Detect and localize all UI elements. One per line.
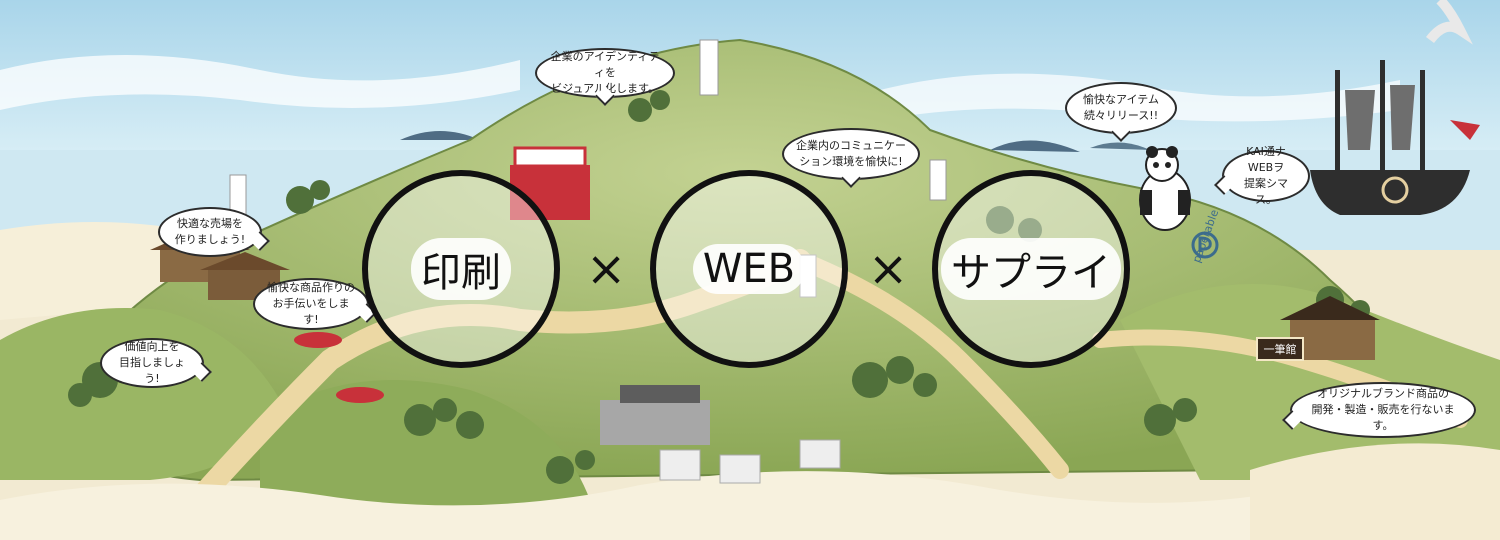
speech-bubble-items: 愉快なアイテム 続々リリース!! xyxy=(1065,82,1177,134)
times-separator-2: × xyxy=(868,241,909,297)
left-hill xyxy=(0,308,280,480)
mountain-path xyxy=(791,251,1069,479)
circle-web[interactable]: WEB xyxy=(650,170,848,368)
speech-bubble-identity: 企業のアイデンティティを ビジュアル化します。 xyxy=(535,48,675,98)
foreground-mist xyxy=(0,471,1500,540)
speech-bubble-value-up: 価値向上を 目指しましょう! xyxy=(100,338,204,388)
right-beach xyxy=(1250,443,1500,540)
speech-bubble-sales-floor: 快適な売場を 作りましょう! xyxy=(158,207,262,257)
speech-bubble-product-making: 愉快な商品作りの お手伝いをします! xyxy=(253,278,369,330)
speech-bubble-web-proposal: KAI通ナWEBヲ 提案シマス。 xyxy=(1222,145,1310,206)
paperable-logo-mark xyxy=(1191,231,1219,259)
cloud xyxy=(0,55,520,110)
circle-web-label: WEB xyxy=(692,244,806,294)
white-banner xyxy=(929,159,947,201)
distant-island xyxy=(990,140,1080,152)
distant-island xyxy=(400,131,480,140)
circle-print[interactable]: 印刷 xyxy=(362,170,560,368)
speech-bubble-communication: 企業内のコミュニケー ション環境を愉快に! xyxy=(782,128,920,180)
circle-supply[interactable]: サプライ xyxy=(932,170,1130,368)
circle-supply-label: サプライ xyxy=(941,238,1121,300)
distant-island xyxy=(1090,142,1150,150)
black-ship xyxy=(1310,0,1480,215)
shop-building xyxy=(1280,296,1380,360)
red-umbrella xyxy=(336,387,384,403)
panda-figure xyxy=(1139,146,1191,231)
red-umbrella xyxy=(294,332,342,348)
speech-bubble-original-brand: オリジナルブランド商品の 開発・製造・販売を行ないます。 xyxy=(1290,382,1476,438)
shop-sign: 一筆館 xyxy=(1256,337,1304,361)
times-separator-1: × xyxy=(586,241,627,297)
factory xyxy=(600,385,841,484)
circle-print-label: 印刷 xyxy=(411,238,511,300)
lower-left-hill xyxy=(260,380,590,520)
white-banner xyxy=(699,39,719,96)
